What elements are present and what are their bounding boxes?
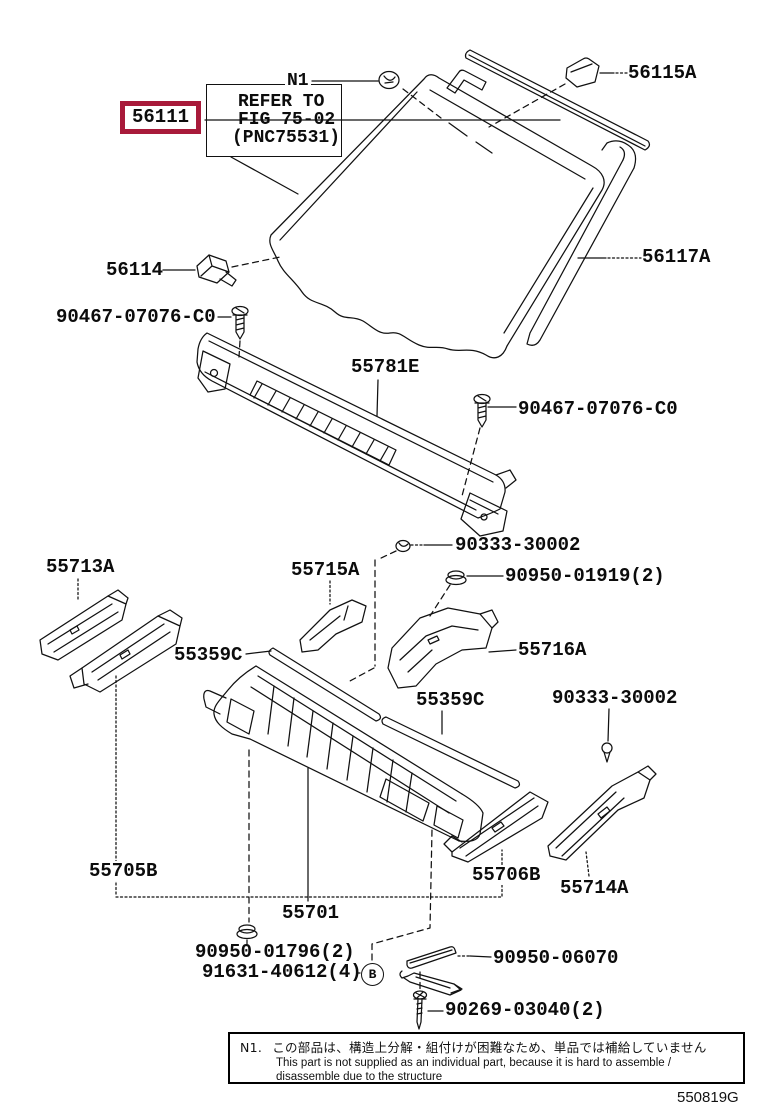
part-label-90950-01919[interactable]: 90950-01919(2) [505,565,665,587]
leader-lines [77,72,642,1012]
molding-clip-icon [565,57,600,88]
part-label-55716a[interactable]: 55716A [518,639,587,661]
part-label-55359c-right[interactable]: 55359C [416,689,485,711]
refer-note-flag: N1 [285,71,311,91]
part-label-90950-06070[interactable]: 90950-06070 [493,947,619,969]
cowl-top-panel [203,665,484,842]
bracket-55716a [387,607,499,689]
seal-strip-left [268,647,382,722]
part-label-55359c-left[interactable]: 55359C [174,644,243,666]
clip-icon-90333-right [601,742,613,763]
part-label-90269-03040[interactable]: 90269-03040(2) [445,999,605,1021]
glass-stopper-icon [196,254,237,287]
part-label-90950-01796[interactable]: 90950-01796(2) [195,941,355,963]
nut-icon-90950-01919 [445,570,467,586]
part-label-56114[interactable]: 56114 [106,259,164,281]
screw-icon-right [473,393,491,428]
part-label-56117a[interactable]: 56117A [642,246,711,268]
footnote-box: N1. この部品は、構造上分解・組付けが困難なため、単品では補給していません Th… [228,1032,745,1084]
connector-badge-b: B [361,963,384,986]
windshield-side-molding [526,140,637,346]
footnote-flag: N1. [240,1040,263,1055]
part-label-55781e[interactable]: 55781E [351,356,420,378]
footnote-english-2: disassemble due to the structure [276,1070,443,1083]
part-label-55701[interactable]: 55701 [282,902,340,924]
bracket-55705b [69,609,183,693]
retainer-strip-lower [399,970,463,996]
seal-strip-right [381,716,521,789]
bracket-55715a [299,599,367,653]
part-label-55715a[interactable]: 55715A [291,559,360,581]
connector-badge-letter: B [368,967,377,982]
part-label-90467-right[interactable]: 90467-07076-C0 [518,398,678,420]
bracket-55713a [39,589,129,661]
part-label-90333-top[interactable]: 90333-30002 [455,534,581,556]
part-label-55713a[interactable]: 55713A [46,556,115,578]
refer-note-line1: REFER TO [238,92,325,112]
refer-note-line2: FIG 75-02 [238,110,336,130]
drawing-code: 550819G [677,1089,739,1106]
grommet-icon-90333-top [395,539,411,553]
refer-note-box [206,84,342,157]
highlight-box-56111[interactable]: 56111 [120,101,202,134]
footnote-english-1: This part is not supplied as an individu… [276,1057,672,1069]
part-label-55706b[interactable]: 55706B [470,864,543,886]
part-label-91631-40612[interactable]: 91631-40612(4) [202,961,362,983]
part-label-56111[interactable]: 56111 [132,106,190,128]
retainer-strip-90950-06070 [406,946,457,969]
part-label-55705b[interactable]: 55705B [87,860,160,882]
windshield-glass [269,74,605,359]
cowl-louver [196,332,517,537]
screw-icon-90269 [412,990,428,1030]
grommet-icon-n1 [378,70,400,90]
part-label-55714a[interactable]: 55714A [560,877,629,899]
screw-icon-left [231,305,249,340]
bracket-55706b [443,791,549,863]
footnote-japanese: この部品は、構造上分解・組付けが困難なため、単品では補給していません [272,1040,707,1055]
windshield-upper-molding [446,49,651,151]
bracket-55714a [547,765,657,861]
nut-icon-90950-01796 [236,924,258,940]
part-label-90467-left[interactable]: 90467-07076-C0 [56,306,216,328]
part-label-90333-right[interactable]: 90333-30002 [552,687,678,709]
part-label-56115a[interactable]: 56115A [628,62,697,84]
refer-note-line3: (PNC75531) [232,128,341,148]
